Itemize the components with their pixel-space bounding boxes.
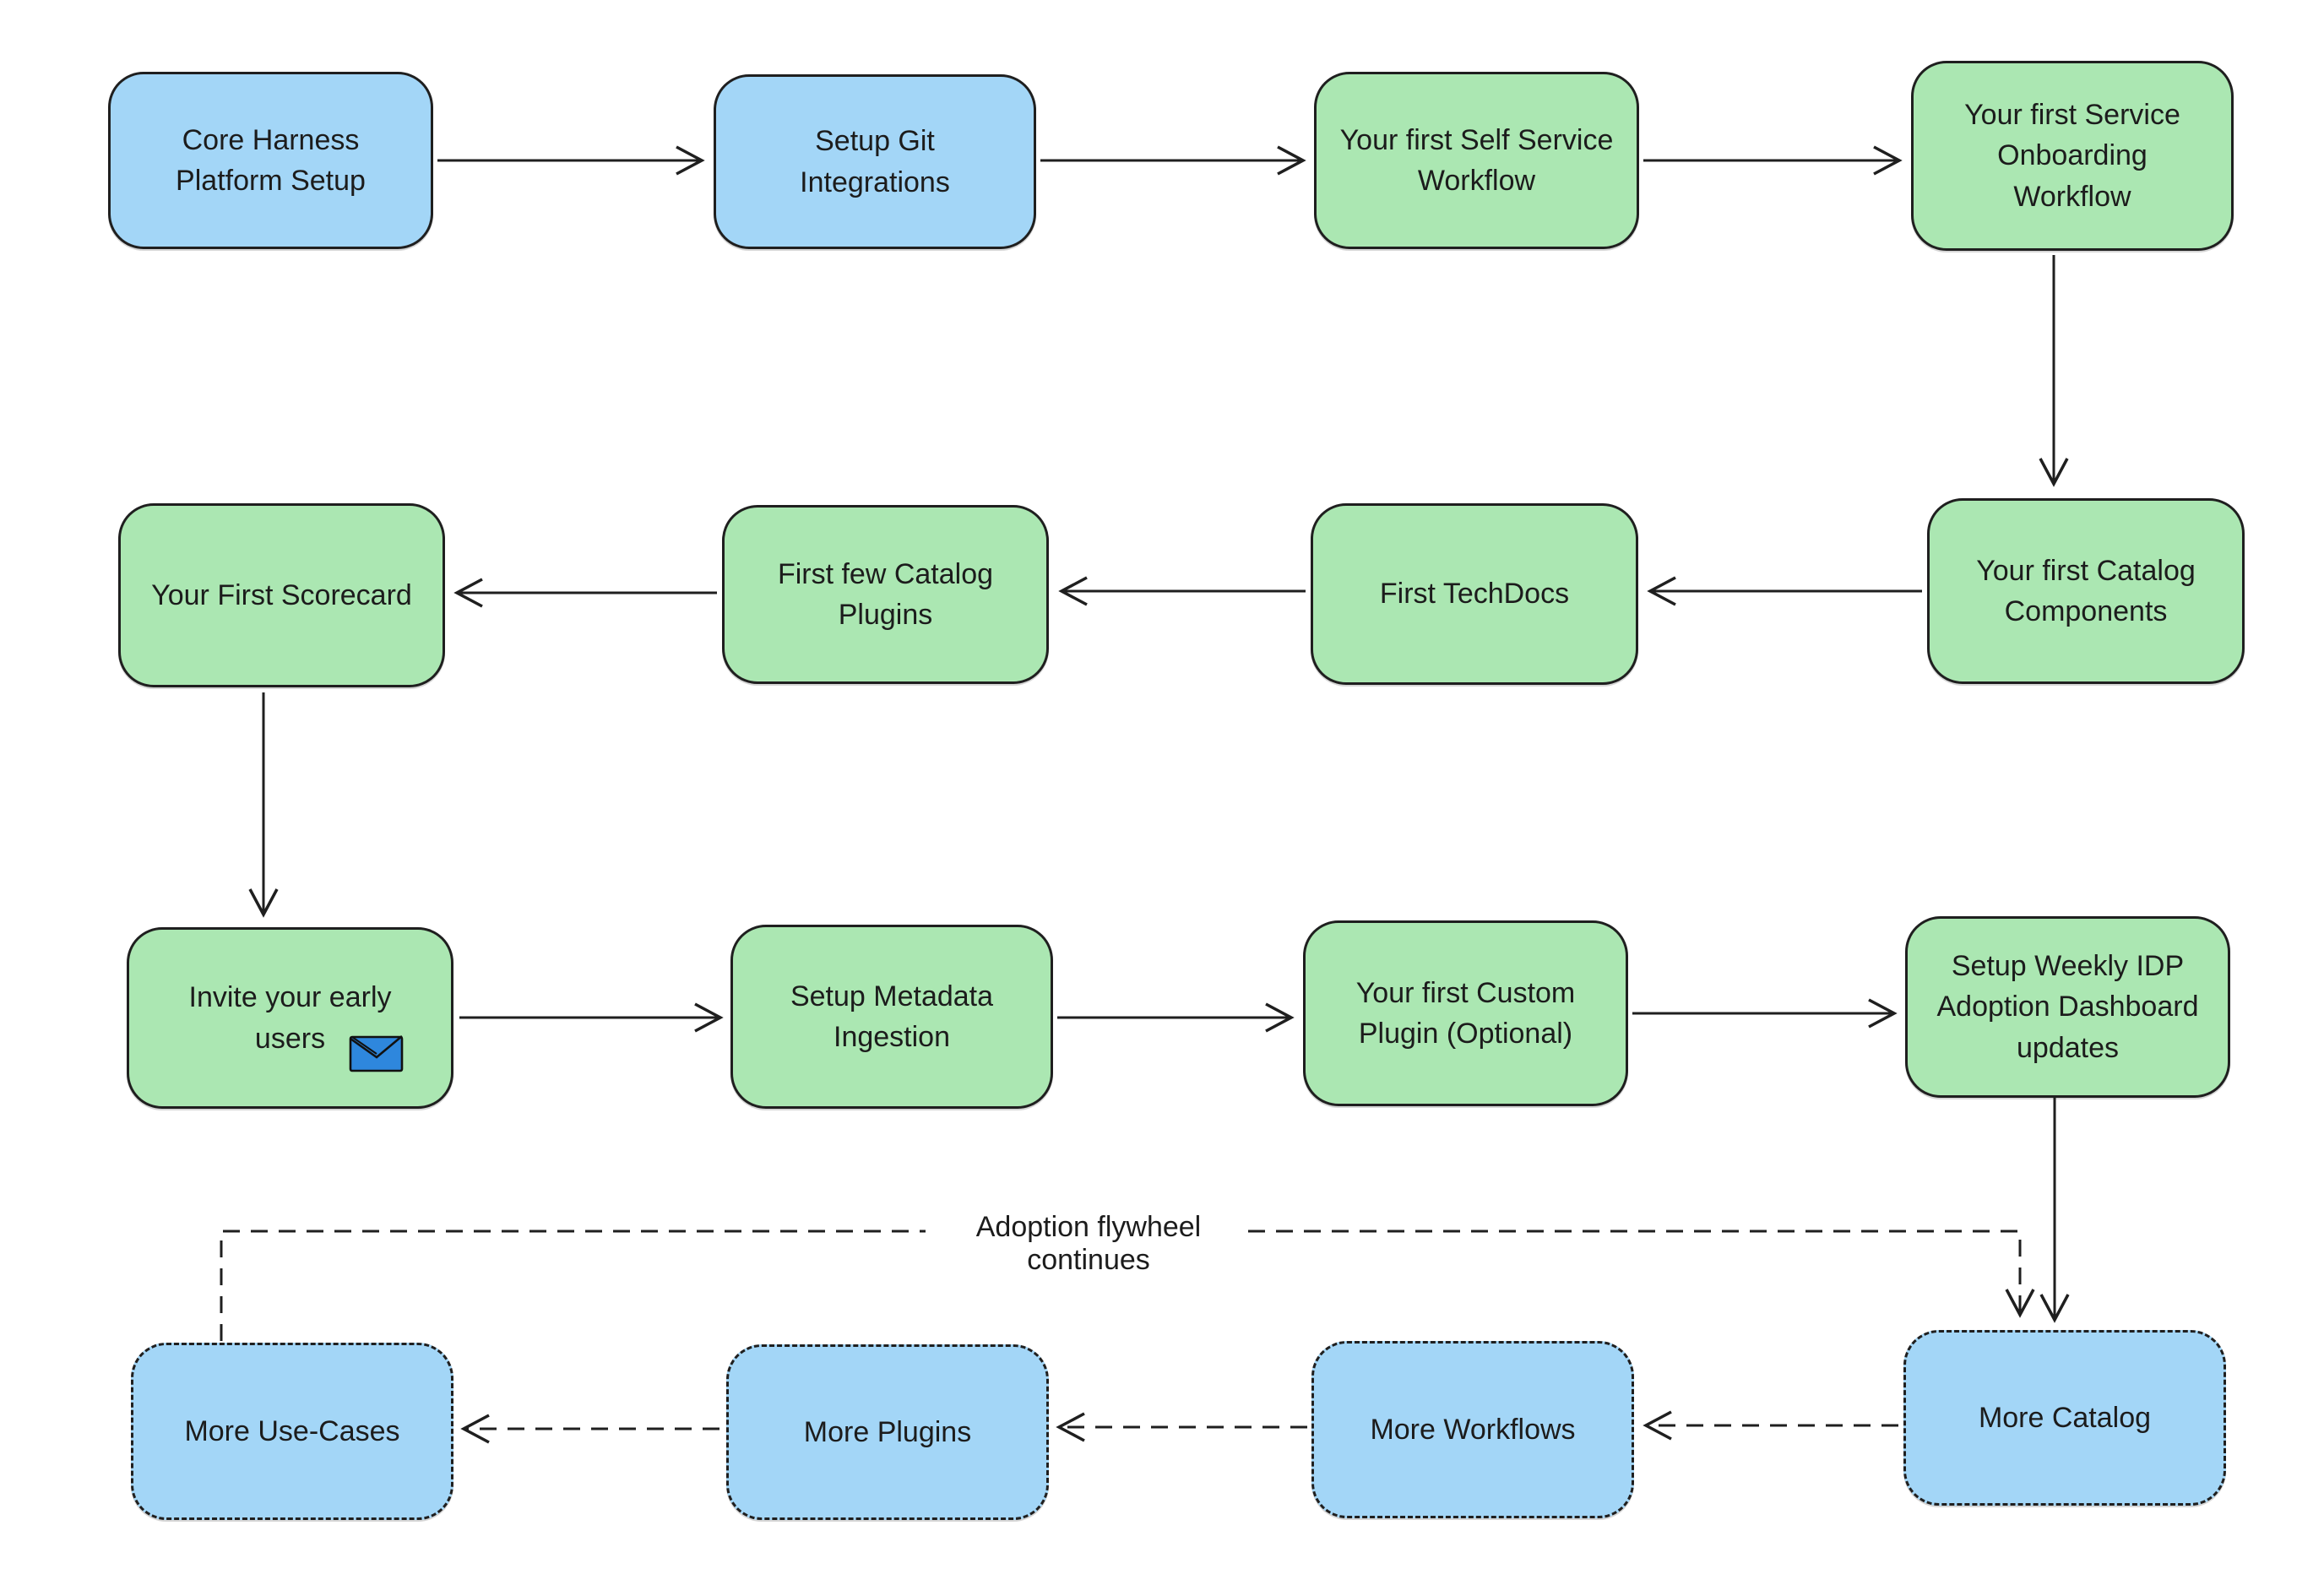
node-label: First TechDocs — [1379, 578, 1570, 611]
node-label: More Use-Cases — [184, 1414, 400, 1447]
node-label: Your first Service Onboarding Workflow — [1964, 99, 2180, 213]
node-label: Your First Scorecard — [151, 578, 412, 611]
node-invite-early-users: Invite your early users — [127, 927, 453, 1109]
node-setup-git-integrations: Setup Git Integrations — [714, 74, 1036, 249]
node-more-plugins: More Plugins — [726, 1344, 1049, 1520]
node-label: Invite your early users — [188, 981, 392, 1055]
node-label: Your first Custom Plugin (Optional) — [1355, 976, 1576, 1050]
envelope-icon — [349, 1035, 404, 1072]
node-label: Your first Self Service Workflow — [1339, 123, 1614, 197]
edge-flywheel-left-segment — [220, 1230, 926, 1341]
node-more-use-cases: More Use-Cases — [131, 1343, 453, 1520]
node-label: Core Harness Platform Setup — [176, 123, 366, 197]
node-first-self-service-workflow: Your first Self Service Workflow — [1314, 72, 1639, 249]
node-first-service-onboarding-workflow: Your first Service Onboarding Workflow — [1911, 61, 2234, 251]
node-label: Your first Catalog Components — [1976, 554, 2196, 627]
node-more-catalog: More Catalog — [1903, 1330, 2226, 1506]
node-first-scorecard: Your First Scorecard — [118, 503, 445, 687]
node-setup-weekly-idp-dashboard: Setup Weekly IDP Adoption Dashboard upda… — [1905, 916, 2230, 1098]
node-setup-metadata-ingestion: Setup Metadata Ingestion — [730, 925, 1053, 1109]
node-first-custom-plugin: Your first Custom Plugin (Optional) — [1303, 920, 1628, 1106]
node-label: First few Catalog Plugins — [777, 557, 994, 631]
node-first-few-catalog-plugins: First few Catalog Plugins — [722, 505, 1049, 684]
node-label: More Workflows — [1370, 1413, 1576, 1446]
node-label: Setup Metadata Ingestion — [790, 980, 994, 1053]
node-first-catalog-components: Your first Catalog Components — [1927, 498, 2245, 684]
node-label: More Plugins — [803, 1415, 972, 1448]
flywheel-label: Adoption flywheel continues — [975, 1211, 1202, 1276]
node-core-harness-platform-setup: Core Harness Platform Setup — [108, 72, 433, 249]
node-label: Setup Git Integrations — [800, 125, 950, 198]
node-label: More Catalog — [1978, 1401, 2152, 1434]
node-label: Setup Weekly IDP Adoption Dashboard upda… — [1936, 950, 2199, 1064]
node-more-workflows: More Workflows — [1311, 1341, 1634, 1518]
node-first-techdocs: First TechDocs — [1311, 503, 1638, 685]
edge-flywheel-right-segment — [1248, 1230, 2035, 1318]
